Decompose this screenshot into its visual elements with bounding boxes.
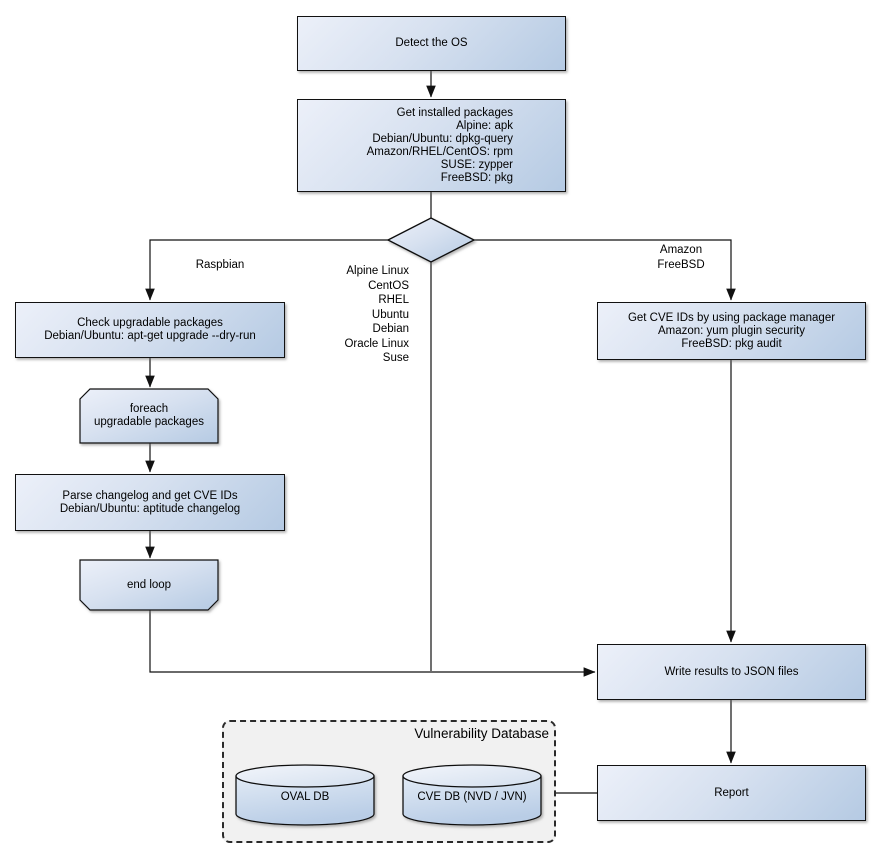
end-loop-shape [79, 559, 219, 611]
node-detect-os: Detect the OS [297, 16, 566, 71]
node-get-cve-ids-pkg-manager: Get CVE IDs by using package manager Ama… [597, 302, 866, 360]
branch-label-amazon-freebsd: Amazon FreeBSD [657, 244, 705, 271]
vulnerability-database-title: Vulnerability Database [414, 726, 549, 741]
os-decision-diamond [386, 217, 476, 263]
edge-decision-to-get-cve [474, 239, 736, 301]
foreach-loop-label: foreach upgradable packages [94, 403, 204, 428]
node-report: Report [597, 765, 866, 821]
foreach-loop-shape [79, 388, 219, 444]
node-get-installed-packages: Get installed packages Alpine: apk Debia… [297, 99, 566, 192]
end-loop-label: end loop [126, 578, 172, 591]
node-check-upgradable-packages: Check upgradable packages Debian/Ubuntu:… [15, 302, 285, 358]
node-write-results-json: Write results to JSON files [597, 644, 866, 700]
branch-label-raspbian: Raspbian [195, 259, 245, 271]
oval-db-label: OVAL DB [280, 790, 330, 803]
oval-db-cylinder [235, 764, 375, 826]
cve-db-label: CVE DB (NVD / JVN) [417, 790, 527, 803]
edge-decision-to-check-upgradable [145, 239, 388, 301]
node-parse-changelog: Parse changelog and get CVE IDs Debian/U… [15, 474, 285, 531]
cve-db-cylinder [402, 764, 542, 826]
branch-label-os-list: Alpine Linux CentOS RHEL Ubuntu Debian O… [344, 265, 409, 364]
edge-endloop-to-write-results [149, 610, 596, 677]
